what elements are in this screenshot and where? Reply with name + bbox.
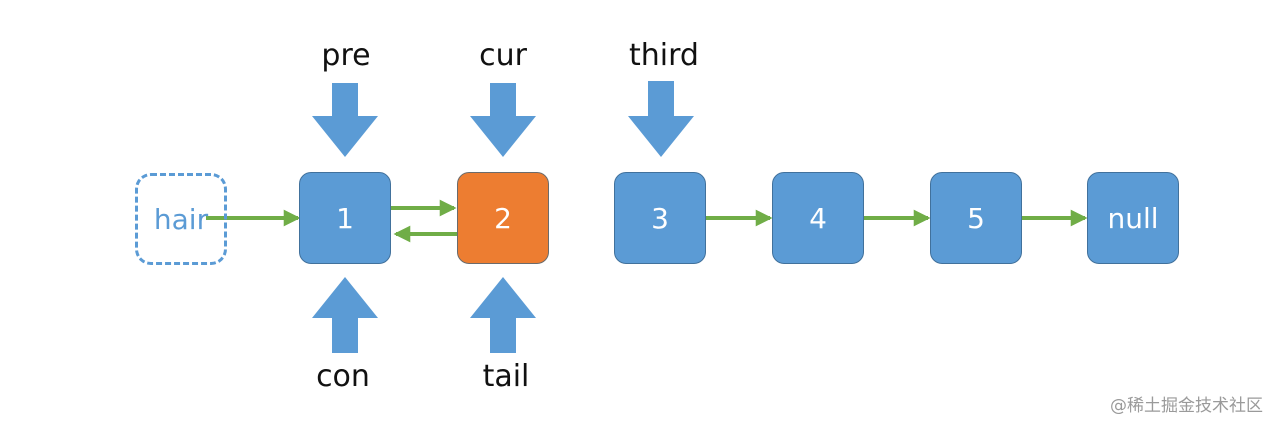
pointer-label-cur: cur	[479, 38, 527, 73]
node-1: 1	[299, 172, 391, 264]
pre-pointer-arrow-icon	[312, 83, 378, 157]
con-pointer-arrow-icon	[312, 277, 378, 353]
cur-pointer-arrow-icon	[470, 83, 536, 157]
third-pointer-arrow-icon	[628, 81, 694, 157]
node-2: 2	[457, 172, 549, 264]
pointer-label-pre: pre	[321, 38, 371, 73]
node-4: 4	[772, 172, 864, 264]
node-null: null	[1087, 172, 1179, 264]
pointer-label-third: third	[629, 38, 699, 73]
pointer-label-tail: tail	[482, 359, 530, 394]
pointer-label-con: con	[316, 359, 370, 394]
node-5: 5	[930, 172, 1022, 264]
tail-pointer-arrow-icon	[470, 277, 536, 353]
node-hair: hair	[135, 173, 227, 265]
watermark: @稀土掘金技术社区	[1110, 396, 1263, 416]
node-3: 3	[614, 172, 706, 264]
